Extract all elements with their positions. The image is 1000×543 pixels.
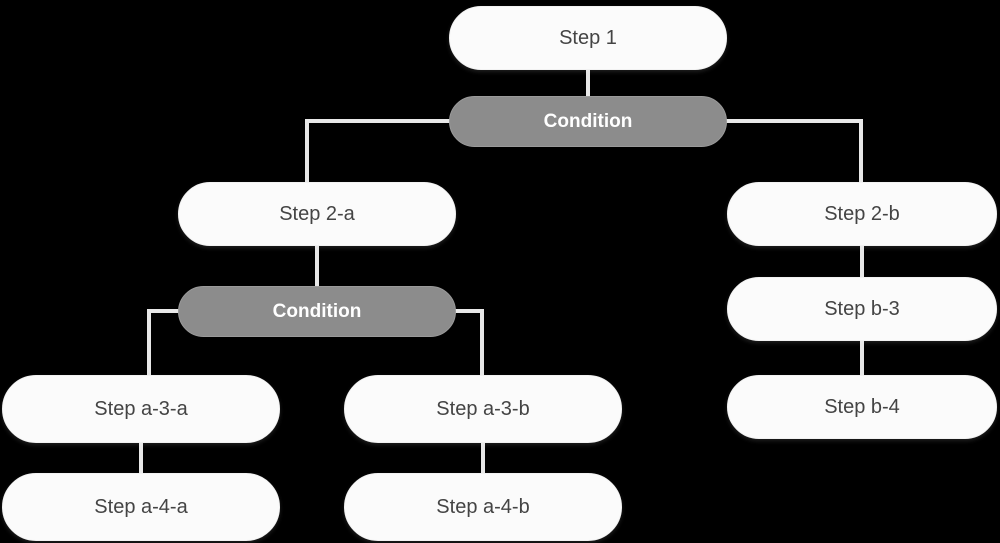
c-b3-b4: [860, 337, 864, 379]
node-label: Step b-4: [824, 395, 900, 418]
node-stepb3[interactable]: Step b-3: [727, 277, 997, 341]
c-cond2-right-h: [452, 309, 484, 313]
c-step2a-cond2: [315, 242, 319, 290]
c-a3a-a4a: [139, 439, 143, 477]
c-cond1-left-v: [305, 119, 309, 184]
node-label: Step 2-b: [824, 202, 900, 225]
node-stepa4a[interactable]: Step a-4-a: [2, 473, 280, 541]
node-label: Step b-3: [824, 297, 900, 320]
node-label: Step a-3-a: [94, 397, 188, 420]
node-step2b[interactable]: Step 2-b: [727, 182, 997, 246]
node-stepb4[interactable]: Step b-4: [727, 375, 997, 439]
c-cond2-left-h: [147, 309, 183, 313]
c-a3b-a4b: [481, 439, 485, 477]
c-2b-b3: [860, 242, 864, 281]
node-cond2[interactable]: Condition: [178, 286, 456, 337]
node-label: Step 1: [559, 26, 617, 49]
c-cond2-right-v: [480, 309, 484, 377]
node-stepa3a[interactable]: Step a-3-a: [2, 375, 280, 443]
node-label: Step a-3-b: [436, 397, 530, 420]
node-step2a[interactable]: Step 2-a: [178, 182, 456, 246]
c-cond1-left-h: [305, 119, 453, 123]
node-label: Step a-4-b: [436, 495, 530, 518]
c-cond1-right-h: [723, 119, 863, 123]
node-label: Condition: [543, 110, 633, 132]
c-step1-cond1: [586, 66, 590, 98]
c-cond2-left-v: [147, 309, 151, 377]
c-cond1-right-v: [859, 119, 863, 184]
node-label: Step a-4-a: [94, 495, 188, 518]
node-stepa4b[interactable]: Step a-4-b: [344, 473, 622, 541]
node-step1[interactable]: Step 1: [449, 6, 727, 70]
node-label: Step 2-a: [279, 202, 355, 225]
node-stepa3b[interactable]: Step a-3-b: [344, 375, 622, 443]
node-cond1[interactable]: Condition: [449, 96, 727, 147]
node-label: Condition: [272, 300, 362, 322]
